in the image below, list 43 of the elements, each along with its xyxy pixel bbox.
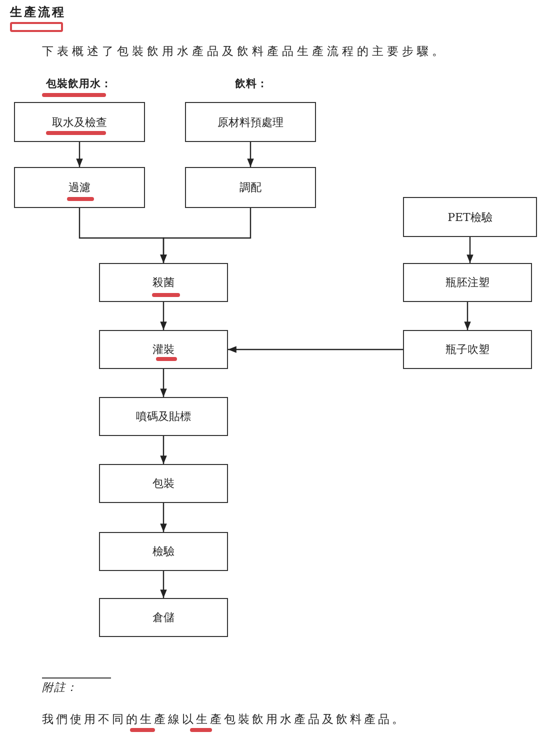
process-box [185,102,316,142]
section-heading: 包裝飲用水： [46,77,112,91]
arrow [160,208,252,263]
arrow [160,302,167,330]
title: 生產流程 [10,4,66,21]
process-box [99,532,228,571]
step-label: 調配 [240,180,262,195]
section-heading: 飲料： [235,77,268,91]
process-box [403,330,532,369]
process-box [185,167,316,208]
note-heading: 附註： [42,680,78,695]
step-label: 瓶胚注塑 [446,275,490,290]
step-label: PET檢驗 [448,210,492,224]
step-label: 殺菌 [152,275,174,290]
process-box [403,263,532,302]
arrow [466,237,474,263]
intro-text: 下表概述了包裝飲用水產品及飲料產品生產流程的主要步驟。 [42,44,447,59]
arrow [160,436,167,464]
arrow [160,503,167,532]
arrow [247,142,254,167]
process-box [99,330,228,369]
step-label: 原材料預處理 [218,114,284,130]
process-box [14,167,145,208]
arrow [160,369,167,397]
process-box [99,464,228,503]
arrow [228,346,403,353]
arrow [160,571,167,598]
arrow [76,142,83,167]
arrow [464,302,471,330]
process-box [99,397,228,436]
process-box [99,598,228,637]
step-label: 灌裝 [152,342,174,357]
step-label: 取水及檢查 [52,114,107,130]
step-label: 瓶子吹塑 [446,342,490,357]
step-label: 檢驗 [152,544,174,559]
process-box [403,197,537,237]
process-box [99,263,228,302]
step-label: 包裝 [152,476,174,491]
process-box [14,102,145,142]
step-label: 過濾 [68,180,90,195]
step-label: 倉儲 [152,610,174,625]
note-text: 我們使用不同的生產線以生產包裝飲用水產品及飲料產品。 [42,712,406,727]
step-label: 噴碼及貼標 [136,409,191,424]
